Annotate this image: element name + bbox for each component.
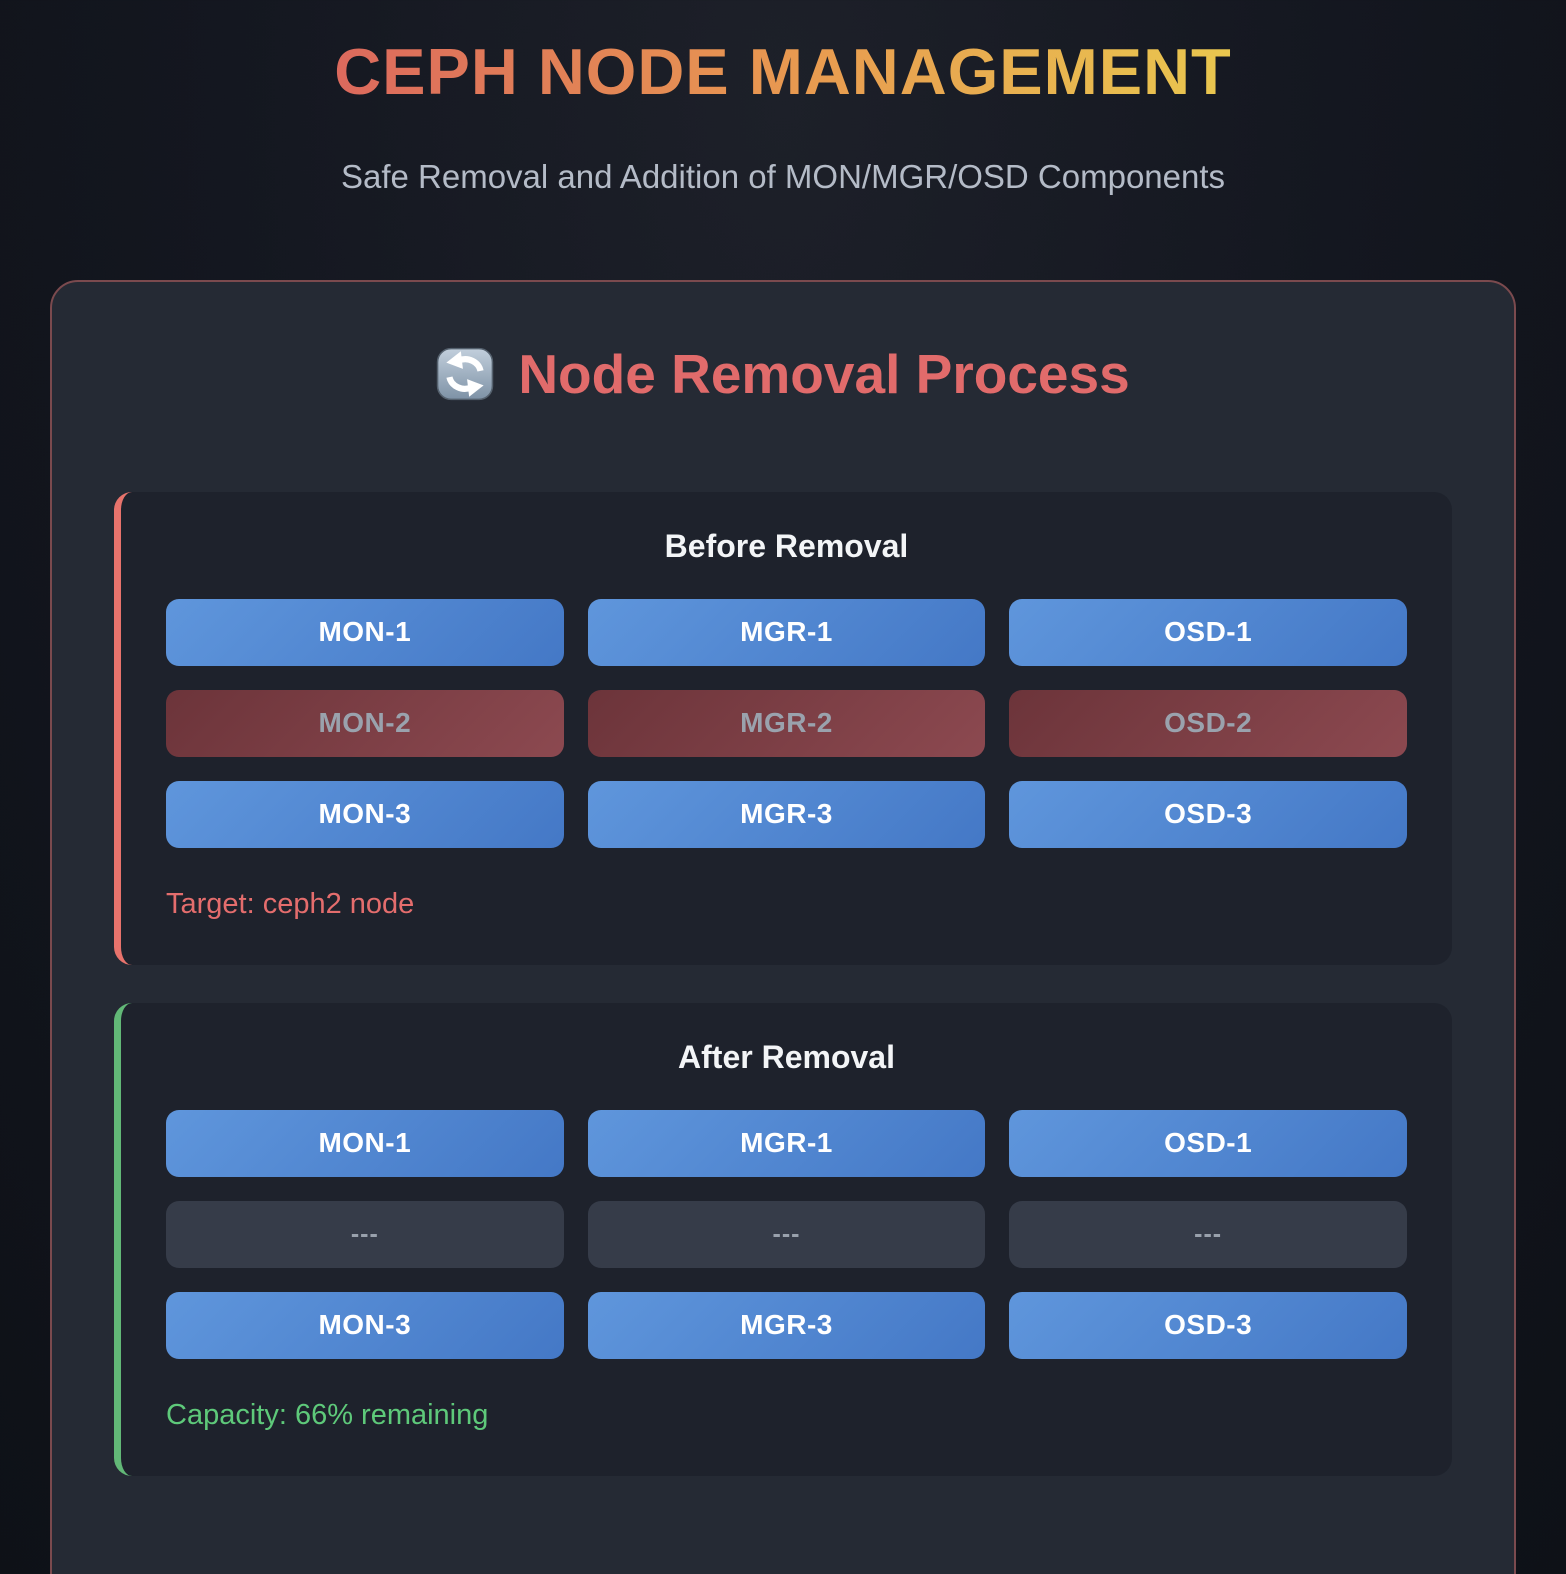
node-box: MGR-1	[587, 1109, 986, 1177]
page-title-text: CEPH NODE MANAGEMENT	[334, 35, 1232, 108]
node-box: OSD-1	[1009, 1109, 1407, 1177]
node-box: MON-2	[166, 689, 564, 757]
after-removal-panel: After Removal MON-1 MGR-1 OSD-1 --- --- …	[114, 1002, 1452, 1476]
page-subtitle: Safe Removal and Addition of MON/MGR/OSD…	[340, 157, 1226, 195]
node-box: MGR-2	[587, 689, 986, 757]
node-box: OSD-3	[1009, 1291, 1407, 1359]
node-removal-card: Node Removal Process Before Removal MON-…	[50, 279, 1516, 1574]
node-box: MGR-1	[587, 598, 986, 666]
node-box: MON-1	[166, 1109, 564, 1177]
after-panel-title: After Removal	[678, 1038, 895, 1075]
node-box: ---	[166, 1200, 564, 1268]
before-panel-title: Before Removal	[664, 527, 909, 564]
node-box: MGR-3	[587, 1291, 986, 1359]
node-box: ---	[587, 1200, 986, 1268]
node-box: OSD-2	[1009, 689, 1407, 757]
section-heading-text: Node Removal Process	[518, 342, 1130, 405]
capacity-note: Capacity: 66% remaining	[166, 1398, 489, 1431]
node-box: MON-1	[166, 598, 564, 666]
after-node-grid: MON-1 MGR-1 OSD-1 --- --- --- MON-3 MGR-…	[166, 1109, 1407, 1359]
before-removal-panel: Before Removal MON-1 MGR-1 OSD-1 MON-2 M…	[114, 491, 1452, 965]
section-heading: Node Removal Process	[114, 342, 1452, 406]
target-note: Target: ceph2 node	[166, 887, 415, 920]
node-box: MON-3	[166, 1291, 564, 1359]
refresh-arrows-icon	[436, 347, 494, 401]
node-box: MON-3	[166, 780, 564, 848]
page-title: CEPH NODE MANAGEMENT	[0, 0, 1566, 108]
node-box: MGR-3	[587, 780, 986, 848]
node-box: ---	[1009, 1200, 1407, 1268]
node-box: OSD-3	[1009, 780, 1407, 848]
before-node-grid: MON-1 MGR-1 OSD-1 MON-2 MGR-2 OSD-2 MON-…	[166, 598, 1407, 848]
node-box: OSD-1	[1009, 598, 1407, 666]
